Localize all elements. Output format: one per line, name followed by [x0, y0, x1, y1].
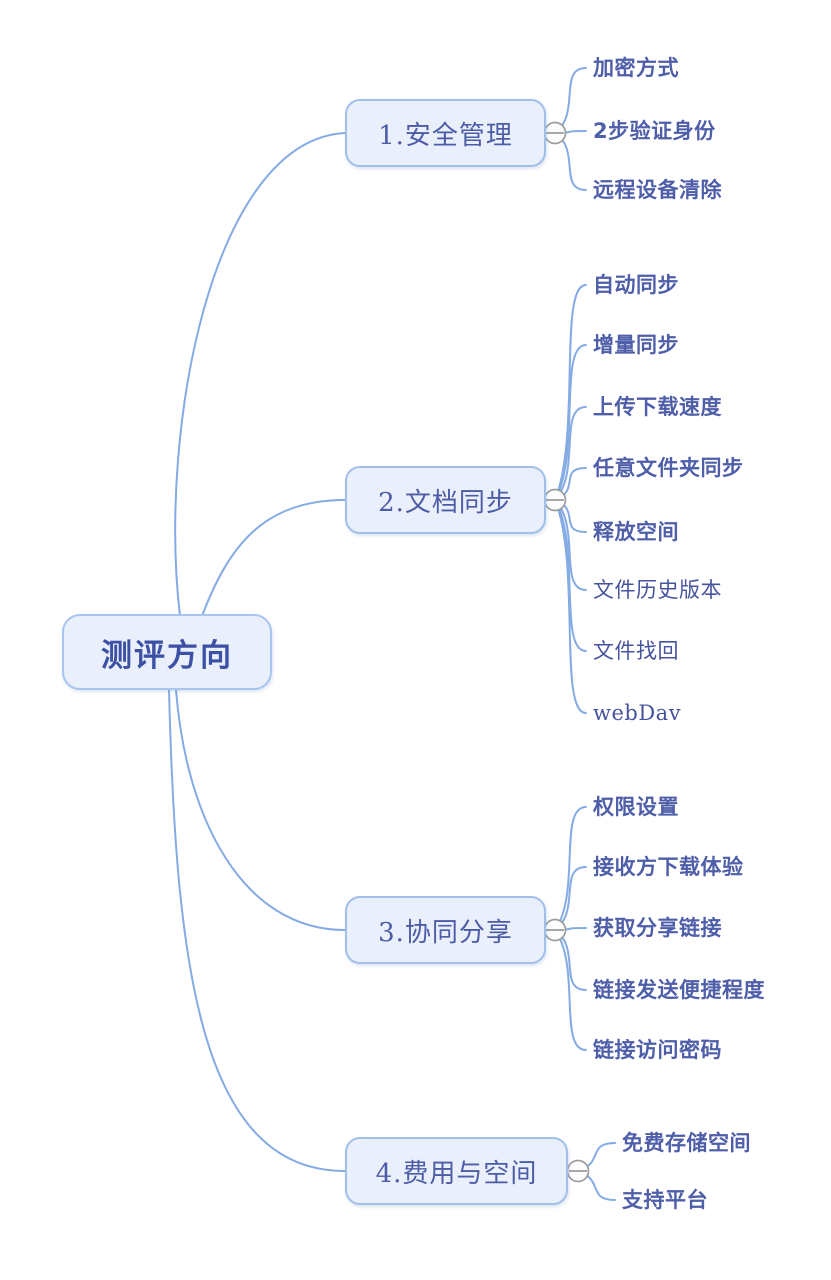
edge-branch-3-leaf-1	[554, 806, 587, 931]
minus-circle-icon[interactable]	[543, 918, 567, 942]
edge-branch-3-leaf-5	[554, 929, 587, 1051]
leaf-node[interactable]: 文件找回	[593, 639, 679, 663]
leaf-node[interactable]: 远程设备清除	[593, 178, 722, 202]
leaf-node[interactable]: 上传下载速度	[593, 395, 722, 419]
leaf-node[interactable]: 任意文件夹同步	[593, 456, 744, 480]
edge-branch-2-leaf-6	[554, 499, 587, 591]
branch-node-label: 1.安全管理	[378, 120, 513, 151]
branch-node-label: 4.费用与空间	[375, 1158, 538, 1189]
edge-branch-2-leaf-8	[554, 499, 587, 714]
leaf-node[interactable]: 加密方式	[593, 56, 679, 80]
leaf-node[interactable]: 获取分享链接	[593, 916, 722, 940]
leaf-node[interactable]: webDav	[593, 701, 682, 725]
edge-branch-2-leaf-7	[554, 499, 587, 652]
branch-node-3[interactable]: 3.协同分享	[345, 896, 546, 964]
leaf-node[interactable]: 释放空间	[593, 520, 679, 544]
edge-branch-2-leaf-3	[554, 406, 587, 501]
branch-node-label: 3.协同分享	[378, 917, 513, 948]
branch-node-2[interactable]: 2.文档同步	[345, 466, 546, 534]
leaf-node[interactable]: 增量同步	[593, 333, 679, 357]
root-node[interactable]: 测评方向	[62, 614, 272, 690]
edge-branch-2-leaf-2	[554, 344, 587, 501]
branch-node-label: 2.文档同步	[378, 487, 513, 518]
leaf-node[interactable]: 权限设置	[593, 795, 679, 819]
minus-circle-icon[interactable]	[566, 1159, 590, 1183]
minus-circle-icon[interactable]	[543, 121, 567, 145]
branch-node-1[interactable]: 1.安全管理	[345, 99, 546, 167]
leaf-node[interactable]: 接收方下载体验	[593, 855, 744, 879]
leaf-node[interactable]: 文件历史版本	[593, 578, 722, 602]
branch-node-4[interactable]: 4.费用与空间	[345, 1137, 568, 1205]
root-node-label: 测评方向	[101, 637, 233, 674]
leaf-node[interactable]: 自动同步	[593, 273, 679, 297]
leaf-node[interactable]: 2步验证身份	[593, 119, 716, 143]
edge-branch-2-leaf-1	[554, 284, 587, 501]
edge-root-to-branch-4	[168, 689, 346, 1172]
leaf-node[interactable]: 免费存储空间	[622, 1131, 751, 1155]
leaf-node[interactable]: 链接发送便捷程度	[593, 978, 765, 1002]
leaf-node[interactable]: 链接访问密码	[593, 1038, 722, 1062]
leaf-node[interactable]: 支持平台	[622, 1188, 708, 1212]
edge-root-to-branch-1	[174, 132, 346, 617]
edge-root-to-branch-2	[201, 499, 346, 617]
minus-circle-icon[interactable]	[543, 488, 567, 512]
edge-root-to-branch-3	[175, 689, 346, 931]
